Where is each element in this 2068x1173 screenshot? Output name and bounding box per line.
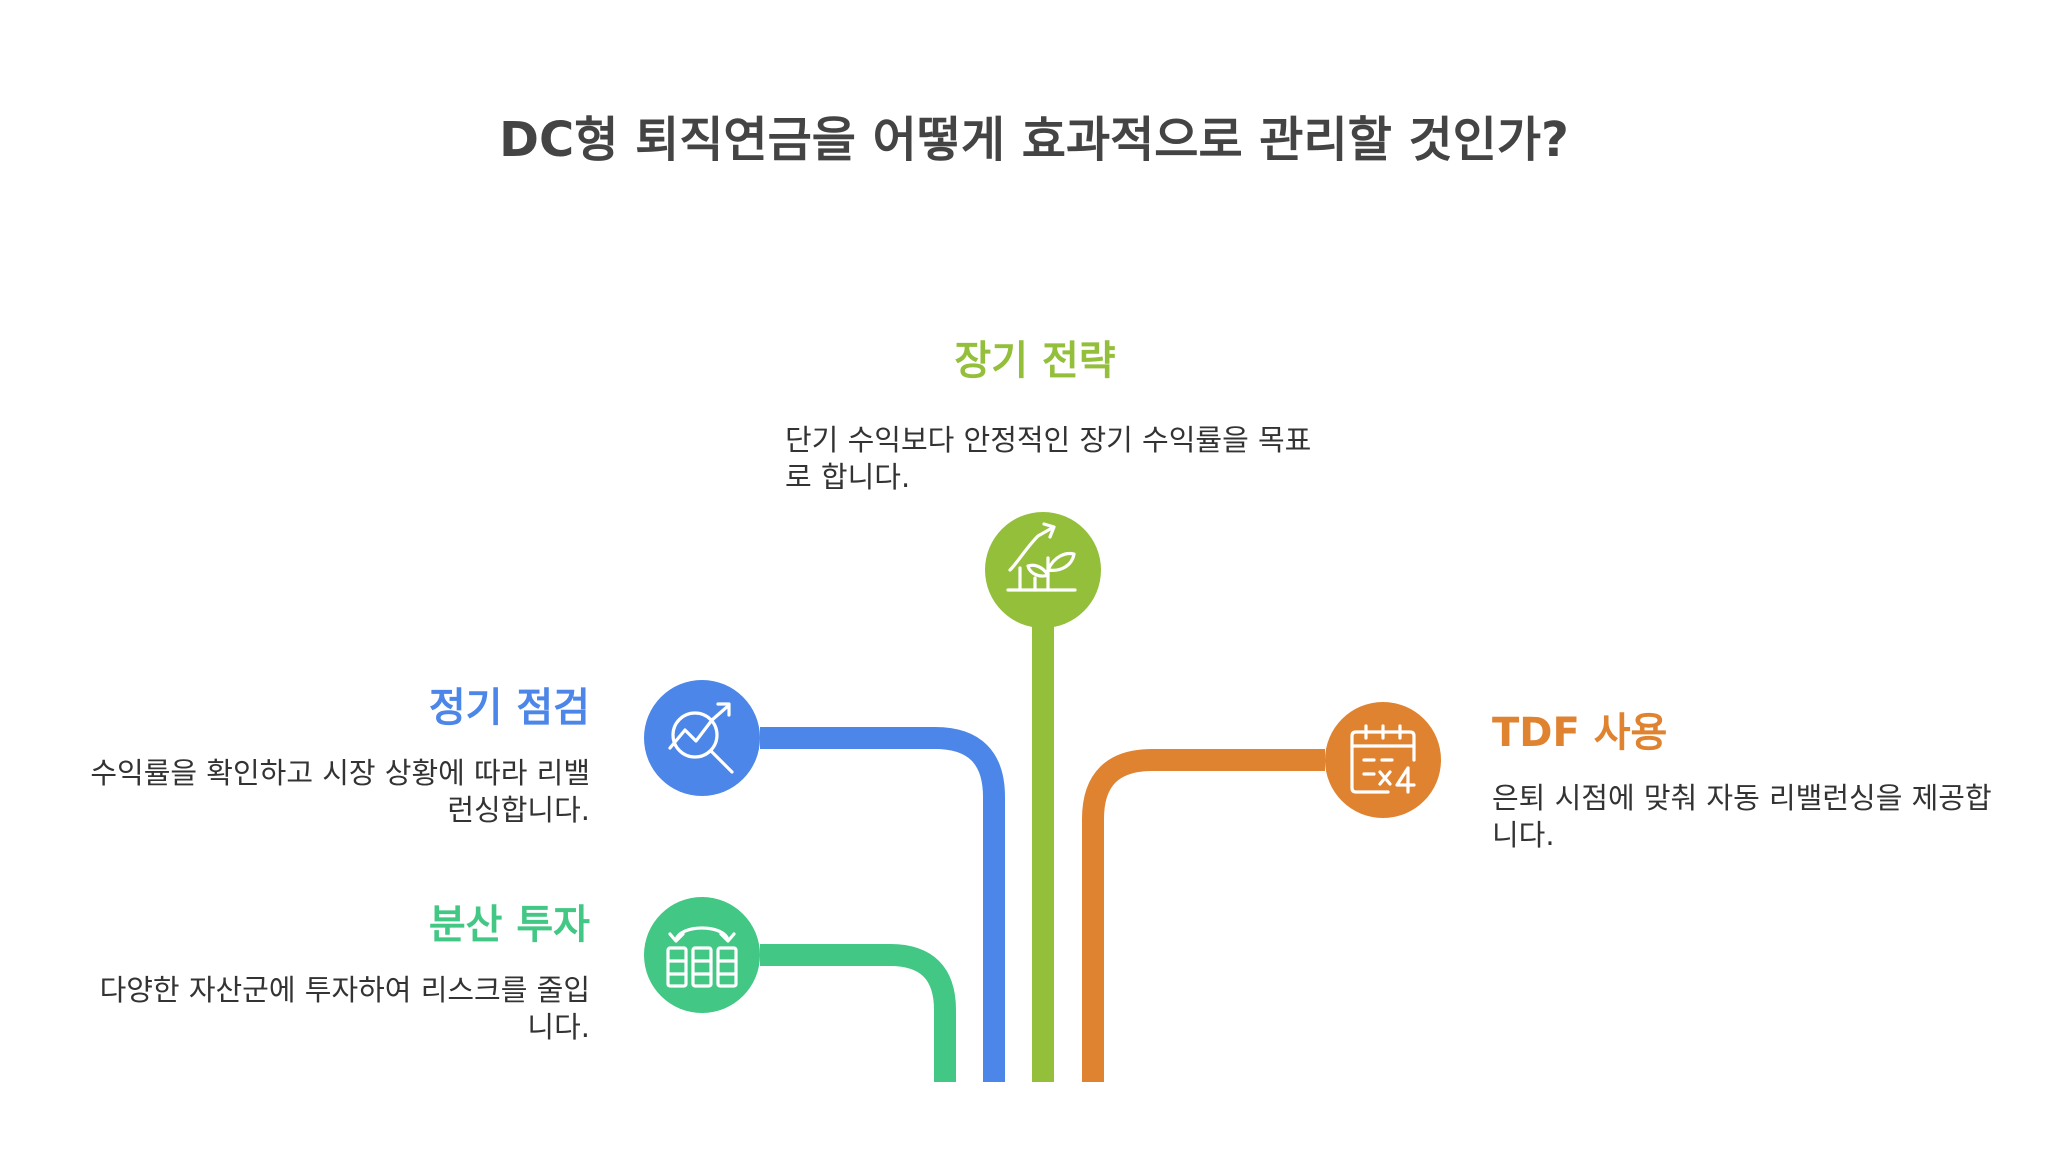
page-title: DC형 퇴직연금을 어떻게 효과적으로 관리할 것인가?: [499, 112, 1569, 168]
connector-div: [760, 944, 956, 1082]
regular-check-block: 정기 점검 수익률을 확인하고 시장 상황에 따라 리밸런싱합니다.: [90, 675, 590, 829]
connector-tdf: [1082, 749, 1325, 1082]
long-term-strategy-heading: 장기 전략: [954, 338, 1116, 384]
diversified-investment-text: 다양한 자산군에 투자하여 리스크를 줄입니다.: [99, 973, 590, 1044]
tdf-usage-block: TDF 사용 은퇴 시점에 맞춰 자동 리밸런싱을 제공합니다.: [1492, 700, 1992, 854]
regular-check-text: 수익률을 확인하고 시장 상황에 따라 리밸런싱합니다.: [90, 756, 590, 827]
connector-check: [760, 727, 1005, 1082]
tdf-usage-heading: TDF 사용: [1492, 710, 1668, 756]
asset-columns-exchange-icon: [644, 897, 760, 1013]
long-term-strategy-block: 장기 전략 단기 수익보다 안정적인 장기 수익률을 목표로 합니다.: [785, 328, 1325, 496]
diversified-investment-heading: 분산 투자: [428, 902, 590, 948]
regular-check-heading: 정기 점검: [428, 685, 590, 731]
calendar-times-four-icon: [1325, 702, 1441, 818]
long-term-strategy-text: 단기 수익보다 안정적인 장기 수익률을 목표로 합니다.: [785, 423, 1312, 494]
tdf-usage-text: 은퇴 시점에 맞춰 자동 리밸런싱을 제공합니다.: [1492, 781, 1992, 852]
growth-plant-icon: [985, 512, 1101, 628]
chart-magnifier-icon: [644, 680, 760, 796]
diversified-investment-block: 분산 투자 다양한 자산군에 투자하여 리스크를 줄입니다.: [90, 892, 590, 1046]
